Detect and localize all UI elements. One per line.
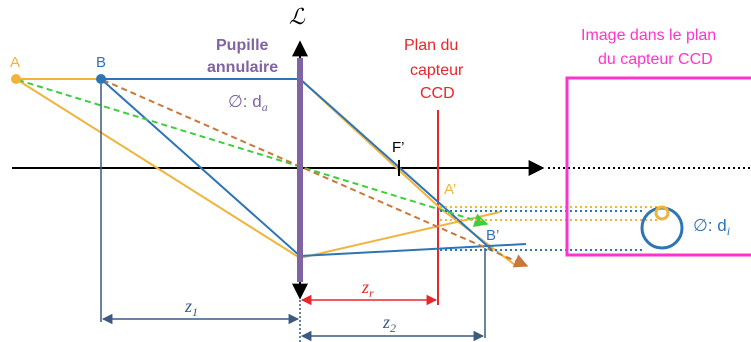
image-a-label: A’ — [444, 181, 456, 198]
z2-label: z2 — [382, 312, 396, 335]
ccd-plane-label-line1: Plan du — [404, 37, 458, 54]
image-title-line2: du capteur CCD — [598, 51, 713, 68]
image-title-line1: Image dans le plan — [581, 27, 716, 44]
z1-label: z1 — [184, 296, 198, 319]
image-circle-b — [640, 206, 684, 250]
point-a-dot — [11, 74, 21, 84]
chief-ray-a — [17, 79, 489, 227]
image-diameter-label: ∅: di — [693, 216, 730, 238]
pupil-diameter-label: ∅: da — [228, 92, 268, 114]
focal-point-label: F’ — [392, 139, 405, 156]
zr-label: zr — [361, 277, 374, 300]
point-a-label: A — [10, 54, 20, 71]
lens-label: ℒ — [289, 4, 306, 29]
point-b-label: B — [96, 54, 106, 71]
pupil-label-line1: Pupille — [216, 37, 269, 54]
pupil-label-line2: annulaire — [207, 59, 278, 76]
ccd-plane-label-line2: capteur — [410, 62, 464, 79]
ccd-plane-label-line3: CCD — [420, 85, 455, 102]
image-circle-a — [654, 205, 670, 221]
point-b-dot — [96, 74, 106, 84]
chief-ray-b — [102, 79, 529, 268]
image-b-label: B’ — [486, 227, 499, 244]
ccd-image-box — [565, 76, 751, 257]
